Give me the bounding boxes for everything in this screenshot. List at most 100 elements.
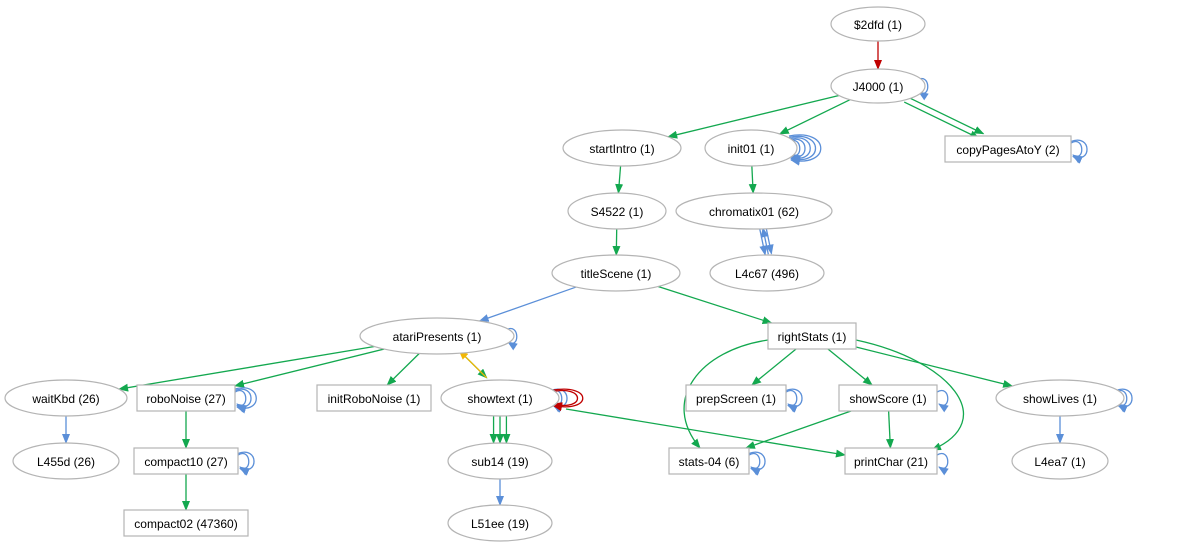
- self-loop-edge: [785, 389, 798, 413]
- node-showScore[interactable]: showScore (1): [838, 384, 938, 412]
- node-rightStats[interactable]: rightStats (1): [767, 322, 857, 350]
- node-label: waitKbd (26): [31, 392, 99, 406]
- node-atariPresents[interactable]: atariPresents (1): [359, 317, 515, 355]
- edge-L4c67-to-chromatix01-blue: [760, 227, 769, 255]
- edge-showtext-to-atariPresents-yellow: [458, 349, 488, 379]
- node-label: L51ee (19): [471, 517, 529, 531]
- edge-showtext-to-sub14-green: [489, 415, 511, 445]
- node-showLives[interactable]: showLives (1): [995, 379, 1125, 417]
- self-loop-edge: [550, 388, 584, 412]
- node-label: J4000 (1): [853, 80, 904, 94]
- node-label: showLives (1): [1023, 392, 1097, 406]
- node-label: initRoboNoise (1): [328, 392, 421, 406]
- self-loop-edge: [936, 452, 949, 476]
- node-sub14[interactable]: sub14 (19): [447, 442, 553, 480]
- edge-line: [907, 96, 985, 135]
- node-L4ea7[interactable]: L4ea7 (1): [1011, 442, 1109, 480]
- node-box: [123, 509, 249, 537]
- edge-copyPagesAtoY-to-copyPagesAtoY-blue: [1070, 139, 1088, 164]
- edge-line: [386, 353, 420, 386]
- edge-line: [667, 94, 840, 139]
- node-waitKbd[interactable]: waitKbd (26): [4, 379, 128, 417]
- node-label: S4522 (1): [591, 205, 644, 219]
- self-loop-edge: [748, 451, 766, 476]
- node-init01[interactable]: init01 (1): [704, 129, 798, 167]
- self-loop-edge: [237, 452, 250, 476]
- node-J4000[interactable]: J4000 (1): [830, 68, 926, 104]
- node-label: prepScreen (1): [696, 392, 776, 406]
- edge-showScore-to-showScore-blue: [936, 389, 949, 413]
- edge-J4000-to-startIntro-green: [667, 94, 840, 139]
- edge-line: [885, 410, 894, 449]
- node-label: rightStats (1): [778, 330, 847, 344]
- node-ellipse: [447, 442, 553, 480]
- node-label: init01 (1): [728, 142, 775, 156]
- edge-J4000-to-init01-green: [778, 99, 851, 135]
- edge-showScore-to-stats04-green: [744, 410, 852, 449]
- self-loop-edge: [1070, 140, 1083, 164]
- node-prepScreen[interactable]: prepScreen (1): [685, 384, 787, 412]
- edge-line: [118, 345, 375, 392]
- node-label: startIntro (1): [589, 142, 654, 156]
- self-loop-edge: [237, 451, 255, 476]
- edge-rightStats-to-prepScreen-green: [751, 348, 797, 386]
- edge-atariPresents-to-waitKbd-green: [118, 345, 375, 392]
- node-box: [668, 447, 750, 475]
- node-startIntro[interactable]: startIntro (1): [562, 129, 682, 167]
- node-ellipse: [440, 379, 560, 417]
- node-label: atariPresents (1): [393, 330, 482, 344]
- node-label: $2dfd (1): [854, 18, 902, 32]
- node-compact10[interactable]: compact10 (27): [133, 447, 239, 475]
- edge-line: [759, 228, 768, 256]
- self-loop-edge: [234, 387, 257, 414]
- edge-titleScene-to-rightStats-green: [657, 285, 773, 325]
- self-loop-edge: [234, 389, 247, 413]
- node-box: [944, 135, 1072, 163]
- node-stats04[interactable]: stats-04 (6): [668, 447, 750, 475]
- edge-line: [760, 227, 769, 255]
- edge-init01-to-chromatix01-green: [748, 165, 757, 194]
- nodes-layer: $2dfd (1) J4000 (1) startIntro (1) init01 (…: [4, 6, 1125, 542]
- node-chromatix01[interactable]: chromatix01 (62): [675, 192, 833, 230]
- node-initRoboNoise[interactable]: initRoboNoise (1): [316, 384, 432, 412]
- self-loop-edge: [788, 134, 822, 166]
- node-ellipse: [830, 68, 926, 104]
- edge-rightStats-to-printChar-green: [855, 339, 965, 451]
- node-label: copyPagesAtoY (2): [956, 143, 1059, 157]
- edge-line: [751, 348, 797, 386]
- edge-atariPresents-to-roboNoise-green: [234, 348, 385, 388]
- node-ellipse: [562, 129, 682, 167]
- node-titleScene[interactable]: titleScene (1): [551, 254, 681, 292]
- node-copyPagesAtoY[interactable]: copyPagesAtoY (2): [944, 135, 1072, 163]
- edge-line: [855, 346, 1014, 388]
- node-ellipse: [675, 192, 833, 230]
- node-L4c67[interactable]: L4c67 (496): [709, 254, 825, 292]
- node-L455d[interactable]: L455d (26): [12, 442, 120, 480]
- node-box: [133, 447, 239, 475]
- edge-showtext-to-printChar-green: [565, 408, 846, 458]
- node-ellipse: [12, 442, 120, 480]
- node-S4522[interactable]: S4522 (1): [567, 192, 667, 230]
- self-loop-edge: [936, 389, 949, 413]
- node-label: showScore (1): [849, 392, 926, 406]
- node-showtext[interactable]: showtext (1): [440, 379, 560, 417]
- node-printChar[interactable]: printChar (21): [844, 447, 938, 475]
- node-box: [136, 384, 236, 412]
- node-ellipse: [4, 379, 128, 417]
- edge-showScore-to-printChar-green: [885, 410, 894, 449]
- node-ellipse: [447, 504, 553, 542]
- self-loop-edge: [748, 452, 761, 476]
- edge-J4000-to-copyPagesAtoY-green: [903, 96, 985, 139]
- node-ellipse: [830, 6, 926, 42]
- node-roboNoise[interactable]: roboNoise (27): [136, 384, 236, 412]
- node-label: roboNoise (27): [146, 392, 225, 406]
- edge-line: [657, 285, 773, 325]
- node-n2dfd[interactable]: $2dfd (1): [830, 6, 926, 42]
- edge-path: [565, 408, 846, 458]
- node-compact02[interactable]: compact02 (47360): [123, 509, 249, 537]
- self-loop-edge: [1070, 139, 1088, 164]
- edge-atariPresents-to-initRoboNoise-green: [386, 353, 420, 386]
- node-L51ee[interactable]: L51ee (19): [447, 504, 553, 542]
- node-ellipse: [995, 379, 1125, 417]
